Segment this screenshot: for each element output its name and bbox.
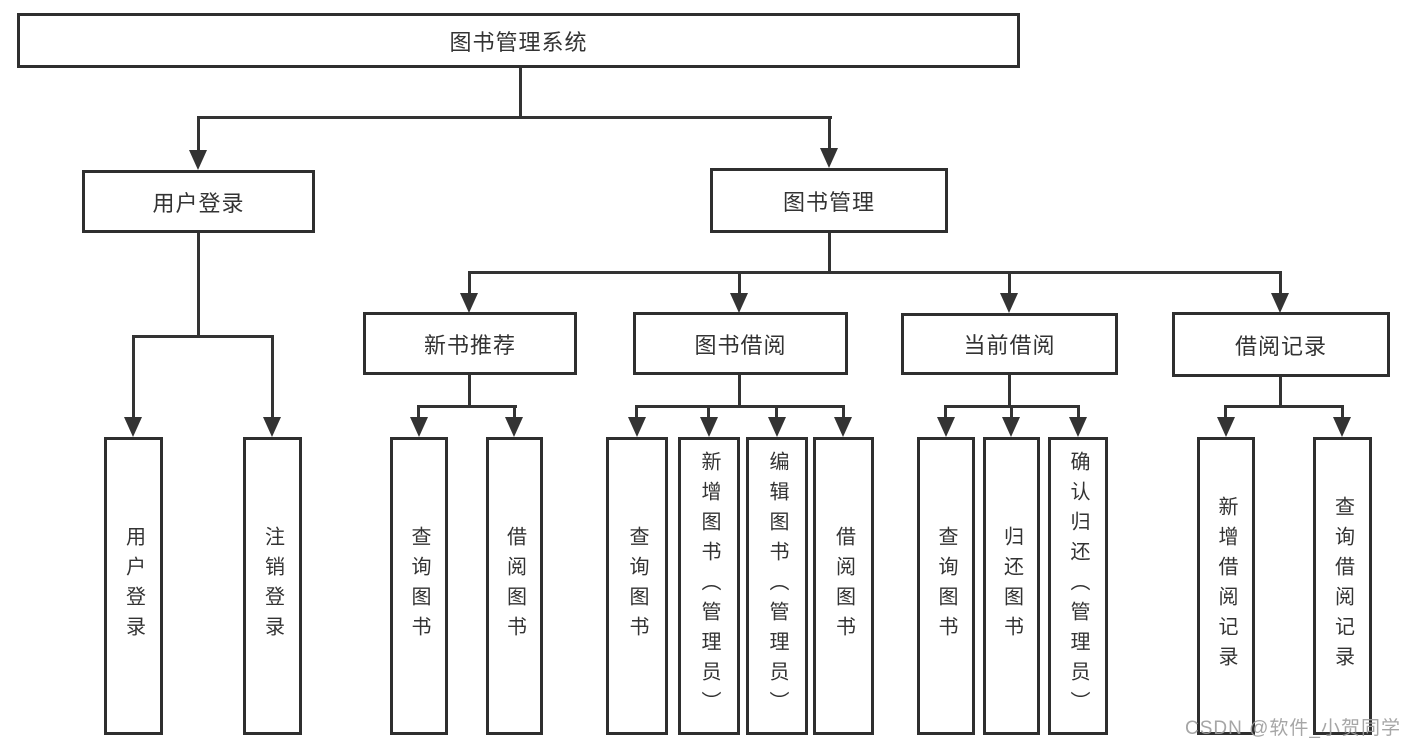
leaf-cb-confirm-return-admin: 确认归还（管理员）: [1048, 437, 1108, 735]
edge-current-borrowing-stem: [1008, 375, 1011, 408]
leaf-cb-return-books-label: 归还图书: [1000, 526, 1023, 646]
arrowhead-leaf-user-login-icon: [124, 417, 142, 437]
arrowhead-book-management-icon: [820, 148, 838, 168]
leaf-cb-query-books: 查询图书: [917, 437, 975, 735]
leaf-bb-query-books-label: 查询图书: [626, 526, 648, 646]
edge-drop-leaf-user-login: [132, 335, 135, 420]
arrowhead-cb-return-icon: [1002, 417, 1020, 437]
edge-user-login-split: [132, 335, 274, 338]
node-user-login: 用户登录: [82, 170, 315, 233]
edge-root-stem: [519, 68, 522, 118]
leaf-br-add-record: 新增借阅记录: [1197, 437, 1255, 735]
edge-drop-book-management: [828, 116, 831, 152]
edge-drop-nb-borrow: [513, 405, 516, 420]
node-book-borrowing-label: 图书借阅: [694, 332, 787, 358]
node-book-management: 图书管理: [710, 168, 948, 233]
arrowhead-cb-confirm-icon: [1069, 417, 1087, 437]
node-current-borrowing: 当前借阅: [901, 313, 1118, 375]
leaf-bb-add-book-admin-label: 新增图书（管理员）: [698, 451, 720, 721]
leaf-cb-return-books: 归还图书: [983, 437, 1040, 735]
node-borrowing-records-label: 借阅记录: [1234, 333, 1327, 359]
leaf-bb-borrow-books-label: 借阅图书: [832, 526, 855, 646]
edge-borrowing-records-stem: [1279, 377, 1282, 408]
edge-drop-br-query: [1341, 405, 1344, 420]
leaf-nb-query-books-label: 查询图书: [408, 526, 430, 646]
csdn-watermark: CSDN @软件_小贺同学: [1185, 718, 1401, 739]
leaf-br-query-record: 查询借阅记录: [1313, 437, 1372, 735]
edge-drop-borrowing-records: [1279, 271, 1282, 295]
leaf-nb-borrow-books: 借阅图书: [486, 437, 543, 735]
arrowhead-br-add-icon: [1217, 417, 1235, 437]
leaf-br-add-record-label: 新增借阅记录: [1215, 496, 1237, 676]
edge-user-login-stem: [197, 233, 200, 337]
leaf-logout-label: 注销登录: [261, 526, 284, 646]
edge-root-split: [197, 116, 832, 119]
leaf-cb-confirm-return-admin-label: 确认归还（管理员）: [1067, 451, 1089, 721]
edge-drop-leaf-logout: [271, 335, 274, 420]
node-book-borrowing: 图书借阅: [633, 312, 848, 375]
edge-drop-book-borrowing: [738, 271, 741, 295]
edge-new-book-split: [417, 405, 517, 408]
leaf-nb-borrow-books-label: 借阅图书: [503, 526, 526, 646]
leaf-user-login: 用户登录: [104, 437, 163, 735]
arrowhead-nb-borrow-icon: [505, 417, 523, 437]
arrowhead-current-borrowing-icon: [1000, 293, 1018, 313]
arrowhead-user-login-icon: [189, 150, 207, 170]
leaf-br-query-record-label: 查询借阅记录: [1331, 496, 1354, 676]
leaf-bb-query-books: 查询图书: [606, 437, 668, 735]
node-new-book-recommend-label: 新书推荐: [423, 332, 516, 358]
arrowhead-br-query-icon: [1333, 417, 1351, 437]
node-user-login-label: 用户登录: [152, 190, 245, 216]
edge-drop-cb-confirm: [1077, 405, 1080, 420]
arrowhead-bb-add-icon: [700, 417, 718, 437]
edge-drop-br-add: [1224, 405, 1227, 420]
edge-drop-cb-return: [1010, 405, 1013, 420]
edge-new-book-stem: [468, 375, 471, 408]
arrowhead-cb-query-icon: [937, 417, 955, 437]
leaf-user-login-label: 用户登录: [122, 526, 145, 646]
node-new-book-recommend: 新书推荐: [363, 312, 577, 375]
edge-book-management-stem: [828, 233, 831, 274]
leaf-bb-edit-book-admin-label: 编辑图书（管理员）: [766, 451, 788, 721]
edge-drop-bb-add: [707, 405, 710, 420]
edge-borrowing-records-split: [1224, 405, 1344, 408]
leaf-cb-query-books-label: 查询图书: [935, 526, 957, 646]
leaf-bb-add-book-admin: 新增图书（管理员）: [678, 437, 740, 735]
edge-book-borrowing-stem: [738, 375, 741, 408]
node-current-borrowing-label: 当前借阅: [963, 333, 1056, 358]
edge-drop-bb-borrow: [842, 405, 845, 420]
arrowhead-nb-query-icon: [410, 417, 428, 437]
edge-drop-cb-query: [944, 405, 947, 420]
arrowhead-book-borrowing-icon: [730, 293, 748, 313]
arrowhead-bb-query-icon: [628, 417, 646, 437]
arrowhead-bb-edit-icon: [768, 417, 786, 437]
leaf-bb-edit-book-admin: 编辑图书（管理员）: [746, 437, 808, 735]
leaf-nb-query-books: 查询图书: [390, 437, 448, 735]
arrowhead-bb-borrow-icon: [834, 417, 852, 437]
edge-drop-bb-query: [635, 405, 638, 420]
arrowhead-leaf-logout-icon: [263, 417, 281, 437]
edge-book-management-split: [468, 271, 1282, 274]
arrowhead-new-book-icon: [460, 293, 478, 313]
node-root: 图书管理系统: [17, 13, 1020, 68]
node-borrowing-records: 借阅记录: [1172, 312, 1390, 377]
node-root-label: 图书管理系统: [449, 29, 588, 55]
edge-drop-nb-query: [417, 405, 420, 420]
node-book-management-label: 图书管理: [782, 189, 875, 215]
leaf-logout: 注销登录: [243, 437, 302, 735]
edge-drop-user-login: [197, 116, 200, 154]
edge-drop-bb-edit: [775, 405, 778, 420]
leaf-bb-borrow-books: 借阅图书: [813, 437, 874, 735]
edge-drop-current-borrowing: [1008, 271, 1011, 295]
edge-book-borrowing-split: [635, 405, 845, 408]
arrowhead-borrowing-records-icon: [1271, 293, 1289, 313]
edge-drop-new-book: [468, 271, 471, 295]
